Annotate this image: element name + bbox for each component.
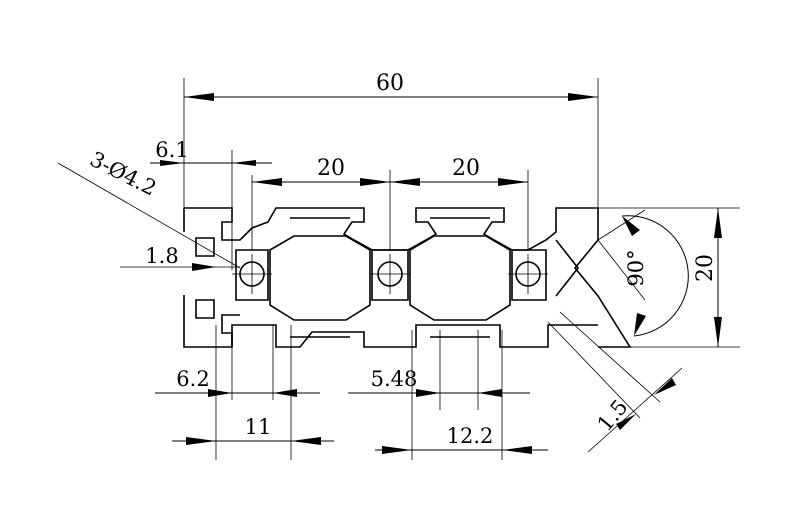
dim-wall-thickness: 1.8 <box>145 244 178 268</box>
dim-edge-thickness: 1.5 <box>593 395 633 436</box>
dim-groove-depth: 5.48 <box>371 367 418 391</box>
dim-slot-pitch-left: 20 <box>317 156 345 181</box>
dim-slot-pitch-right: 20 <box>452 156 480 181</box>
dim-hole-spec: 3-Ø4.2 <box>86 147 160 201</box>
dim-height: 20 <box>693 254 718 282</box>
dim-slot-width: 11 <box>245 415 272 439</box>
dim-chamfer-angle: 90° <box>624 249 648 286</box>
dim-groove-width: 12.2 <box>447 424 494 448</box>
dim-slot-opening: 6.2 <box>176 367 209 391</box>
dimension-lines <box>150 93 722 454</box>
dim-top-left-offset: 6.1 <box>155 138 188 162</box>
dimension-labels: 60 20 20 6.1 1.8 3-Ø4.2 6.2 11 5.48 12.2… <box>86 71 718 448</box>
holes <box>232 254 548 294</box>
dim-overall-width: 60 <box>376 71 404 96</box>
profile-outline <box>183 207 632 348</box>
